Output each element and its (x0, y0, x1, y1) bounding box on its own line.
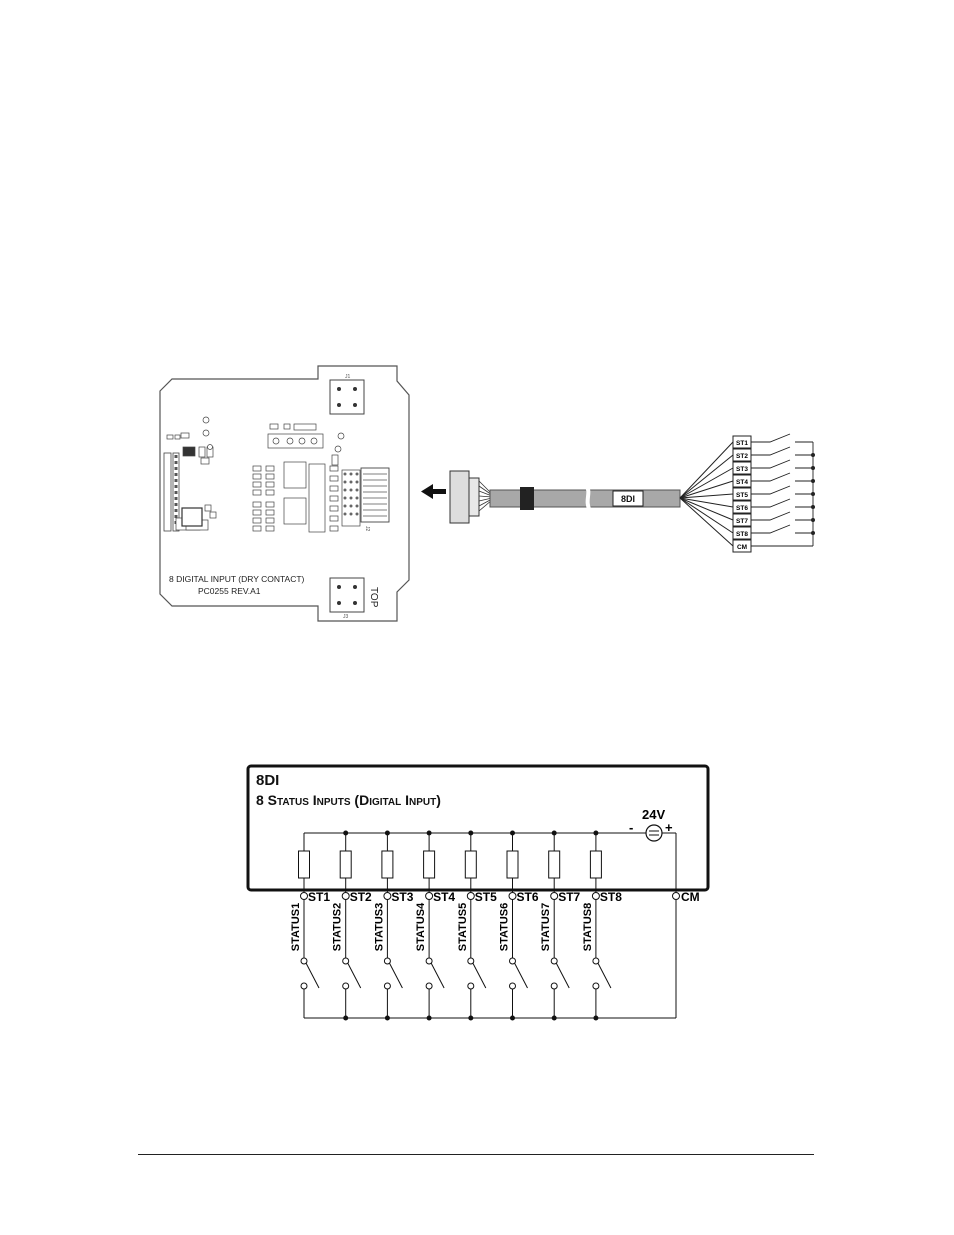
switch-blade-8 (598, 963, 611, 988)
return-junction-2 (343, 1016, 348, 1021)
terminal-st5-label: ST5 (475, 890, 497, 904)
dc-source-icon (646, 825, 662, 841)
smd-ic (182, 508, 202, 526)
terminal-st7-label: ST7 (558, 890, 580, 904)
schematic-figure: 8DI 8 Status Inputs (Digital Input) 24V … (0, 700, 954, 1100)
connector-j2: J2 (361, 468, 389, 532)
switch-contact-bottom-3 (384, 983, 390, 989)
terminal-st4-label: ST4 (433, 890, 455, 904)
switch-contact-bottom-1 (301, 983, 307, 989)
resistor-7 (549, 851, 560, 878)
resistor-2 (340, 851, 351, 878)
board-caption-2: PC0255 REV.A1 (198, 586, 261, 596)
terminal-cm: CM (673, 890, 700, 904)
tag-st4: ST4 (736, 479, 748, 486)
return-junction-8 (593, 1016, 598, 1021)
tag-st8: ST8 (736, 531, 748, 538)
resistor-6 (507, 851, 518, 878)
switch-contact-bottom-8 (593, 983, 599, 989)
board-figure: J1 J3 TOP (0, 0, 954, 700)
switch-label-3: STATUS3 (373, 903, 385, 952)
board-caption-1: 8 DIGITAL INPUT (DRY CONTACT) (169, 574, 305, 584)
terminal-st6 (509, 893, 516, 900)
connector-j1: J1 (330, 374, 364, 414)
j3-label: J3 (343, 614, 349, 620)
terminal-st3 (384, 893, 391, 900)
return-junction-4 (427, 1016, 432, 1021)
j1-label: J1 (345, 374, 351, 380)
switch-label-2: STATUS2 (332, 903, 344, 952)
switch-contact-bottom-6 (510, 983, 516, 989)
module-enclosure (248, 766, 708, 890)
resistor-3 (382, 851, 393, 878)
terminal-st7 (551, 893, 558, 900)
j2-label: J2 (364, 526, 370, 532)
tag-st1: ST1 (736, 440, 748, 447)
tag-st7: ST7 (736, 518, 748, 525)
terminal-st3-label: ST3 (391, 890, 413, 904)
cable-fanout (680, 442, 733, 546)
resistor-1 (299, 851, 310, 878)
switch-blade-1 (306, 963, 319, 988)
switch-contact-bottom-7 (551, 983, 557, 989)
terminal-st6-label: ST6 (517, 890, 539, 904)
terminal-st8 (592, 893, 599, 900)
top-label: TOP (368, 587, 379, 608)
resistor-4 (424, 851, 435, 878)
tag-st3: ST3 (736, 466, 748, 473)
tag-st6: ST6 (736, 505, 748, 512)
tag-st5: ST5 (736, 492, 748, 499)
terminal-st1 (301, 893, 308, 900)
switch-label-6: STATUS6 (499, 903, 511, 952)
tag-st2: ST2 (736, 453, 748, 460)
switch-label-4: STATUS4 (415, 902, 427, 951)
switch-contact-bottom-5 (468, 983, 474, 989)
switch-blade-6 (515, 963, 528, 988)
supply-label: 24V (642, 807, 665, 822)
resistor-5 (465, 851, 476, 878)
resistor-8 (590, 851, 601, 878)
footer-rule (138, 1154, 814, 1155)
terminal-tags: ST1 ST2 ST3 ST4 ST5 ST6 ST7 ST8 CM (733, 436, 751, 552)
switch-blade-7 (556, 963, 569, 988)
switch-contact-bottom-2 (343, 983, 349, 989)
switch-blade-2 (348, 963, 361, 988)
switch-label-1: STATUS1 (290, 903, 302, 952)
terminal-cm-label: CM (681, 890, 700, 904)
schematic-subtitle: 8 Status Inputs (Digital Input) (256, 792, 441, 808)
return-junction-5 (468, 1016, 473, 1021)
switch-label-7: STATUS7 (540, 903, 552, 952)
schematic-title: 8DI (256, 772, 279, 789)
tag-cm: CM (737, 544, 747, 551)
terminal-st5 (467, 893, 474, 900)
switch-contact-bottom-4 (426, 983, 432, 989)
terminal-st2 (342, 893, 349, 900)
return-junction-3 (385, 1016, 390, 1021)
terminal-st1-label: ST1 (308, 890, 330, 904)
switch-blade-4 (431, 963, 444, 988)
cable-plug (450, 471, 492, 523)
terminal-st2-label: ST2 (350, 890, 372, 904)
cable-jacket: 8DI (490, 486, 680, 511)
switch-label-5: STATUS5 (457, 903, 469, 952)
terminal-st4 (426, 893, 433, 900)
external-switches (751, 434, 813, 546)
switch-blade-3 (389, 963, 402, 988)
switch-blade-5 (473, 963, 486, 988)
switch-label-8: STATUS8 (582, 903, 594, 952)
cable-label: 8DI (621, 494, 635, 504)
return-junction-7 (552, 1016, 557, 1021)
arrow-left-icon (421, 484, 446, 499)
return-junction-6 (510, 1016, 515, 1021)
terminal-st8-label: ST8 (600, 890, 622, 904)
